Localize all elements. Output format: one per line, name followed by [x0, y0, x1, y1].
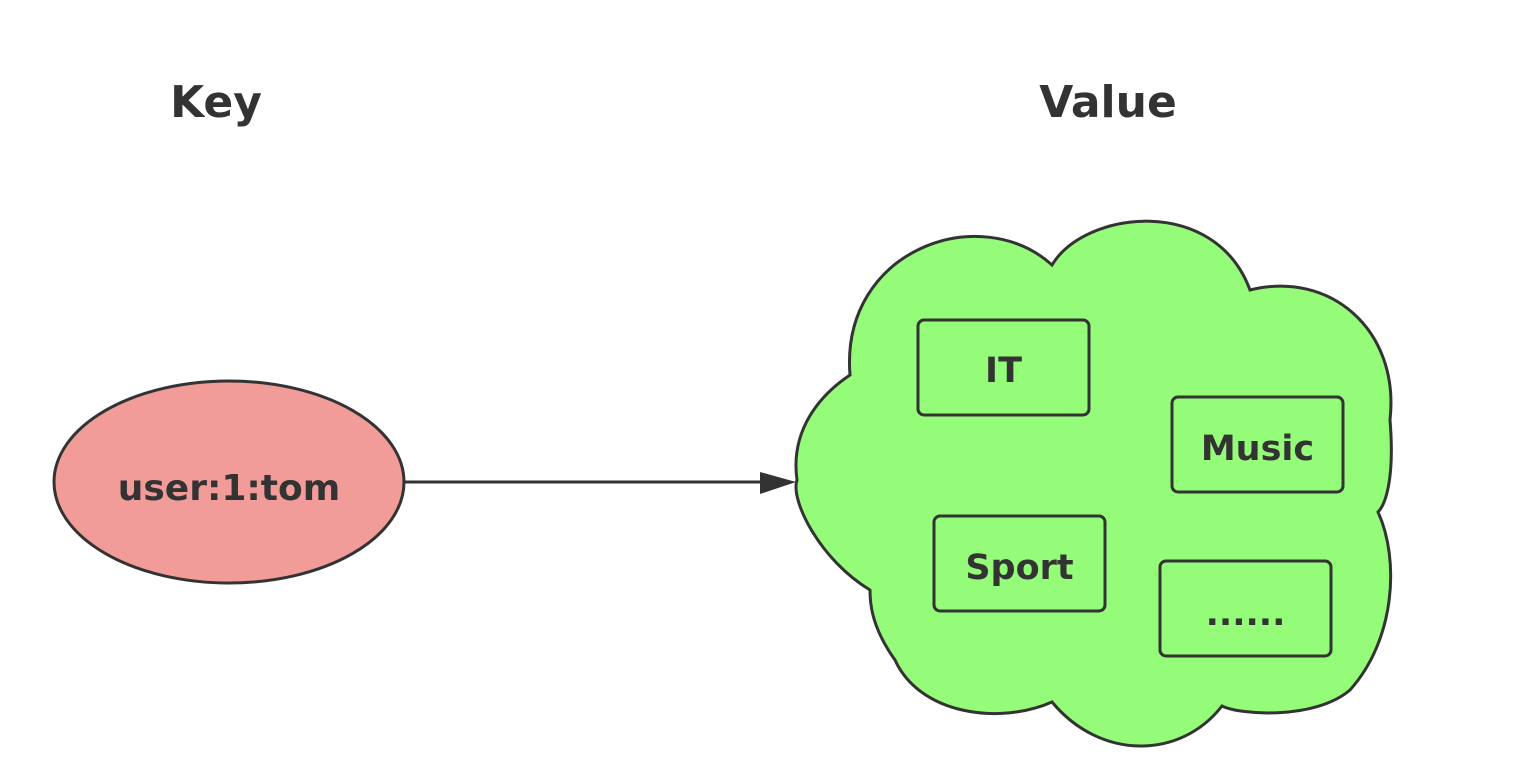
key-node: user:1:tom: [52, 379, 406, 585]
value-item-box: [932, 514, 1107, 613]
value-item-box: [916, 318, 1091, 417]
value-item-label: Music: [1201, 429, 1314, 469]
value-item-sport: Sport: [932, 514, 1107, 613]
value-item-it: IT: [916, 318, 1091, 417]
key-heading: Key: [170, 77, 262, 128]
value-item-music: Music: [1170, 395, 1345, 494]
value-item-box: [1158, 559, 1333, 658]
value-heading: Value: [1039, 77, 1177, 128]
value-cloud: IT Music Sport ......: [794, 219, 1393, 748]
value-item-label: IT: [985, 351, 1022, 391]
value-item-ellipsis: ......: [1158, 559, 1333, 658]
arrow-head: [760, 472, 796, 494]
key-label: user:1:tom: [118, 468, 341, 509]
arrow-connector: [404, 472, 796, 494]
value-item-box: [1170, 395, 1345, 494]
value-item-label: ......: [1206, 594, 1286, 634]
value-item-label: Sport: [965, 548, 1073, 588]
